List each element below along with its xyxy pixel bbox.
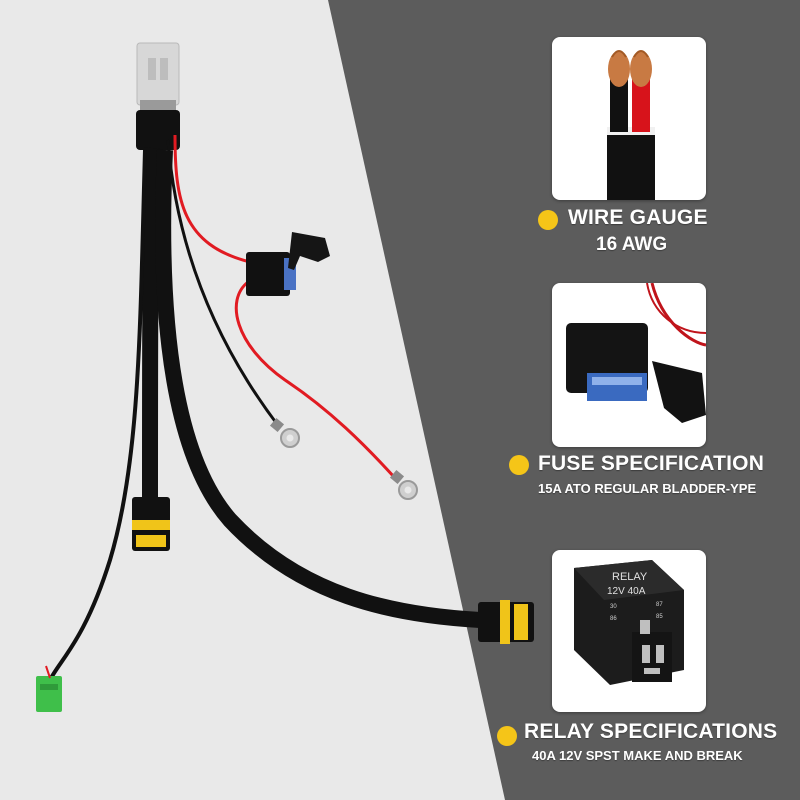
- bullet-icon: [497, 726, 517, 746]
- relay-pin-85: 85: [656, 614, 663, 620]
- harness-thin: [48, 149, 147, 681]
- wire-thumbnail: [552, 37, 706, 200]
- fuse-holder: [246, 232, 330, 296]
- top-connector: [136, 42, 180, 106]
- relay-pin-86: 86: [610, 616, 617, 622]
- relay-label-line1: RELAY: [612, 571, 648, 583]
- bullet-icon: [509, 455, 529, 475]
- fuse-thumbnail: [552, 283, 706, 447]
- relay-thumbnail: RELAY 12V 40A 30 87 86 85: [552, 550, 706, 712]
- wire-cross-section-icon: [607, 50, 655, 200]
- yellow-connector-left: [132, 497, 170, 551]
- yellow-connector-right: [478, 600, 534, 644]
- bullet-icon: [538, 210, 558, 230]
- relay-pin-87: 87: [656, 602, 663, 608]
- relay-label-line2: 12V 40A: [607, 586, 646, 597]
- ring-terminal-1: [269, 417, 300, 448]
- spec-title: RELAY SPECIFICATIONS: [524, 720, 778, 743]
- green-connector: [36, 665, 62, 712]
- spec-subtitle: 40A 12V SPST MAKE AND BREAK: [532, 748, 743, 763]
- spec-subtitle: 16 AWG: [596, 234, 668, 255]
- red-wire-ring: [234, 280, 397, 480]
- spec-subtitle: 15A ATO REGULAR BLADDER-YPE: [538, 481, 757, 496]
- ring-terminal-2: [389, 469, 418, 500]
- relay-icon: RELAY 12V 40A 30 87 86 85: [574, 560, 684, 685]
- red-wire-fuse: [173, 134, 251, 264]
- spec-title: WIRE GAUGE: [568, 206, 708, 229]
- harness-right: [155, 149, 481, 628]
- fuse-holder-icon: [566, 283, 706, 423]
- spec-title: FUSE SPECIFICATION: [538, 452, 765, 475]
- relay-pin-30: 30: [610, 604, 617, 610]
- harness-main: [142, 147, 160, 506]
